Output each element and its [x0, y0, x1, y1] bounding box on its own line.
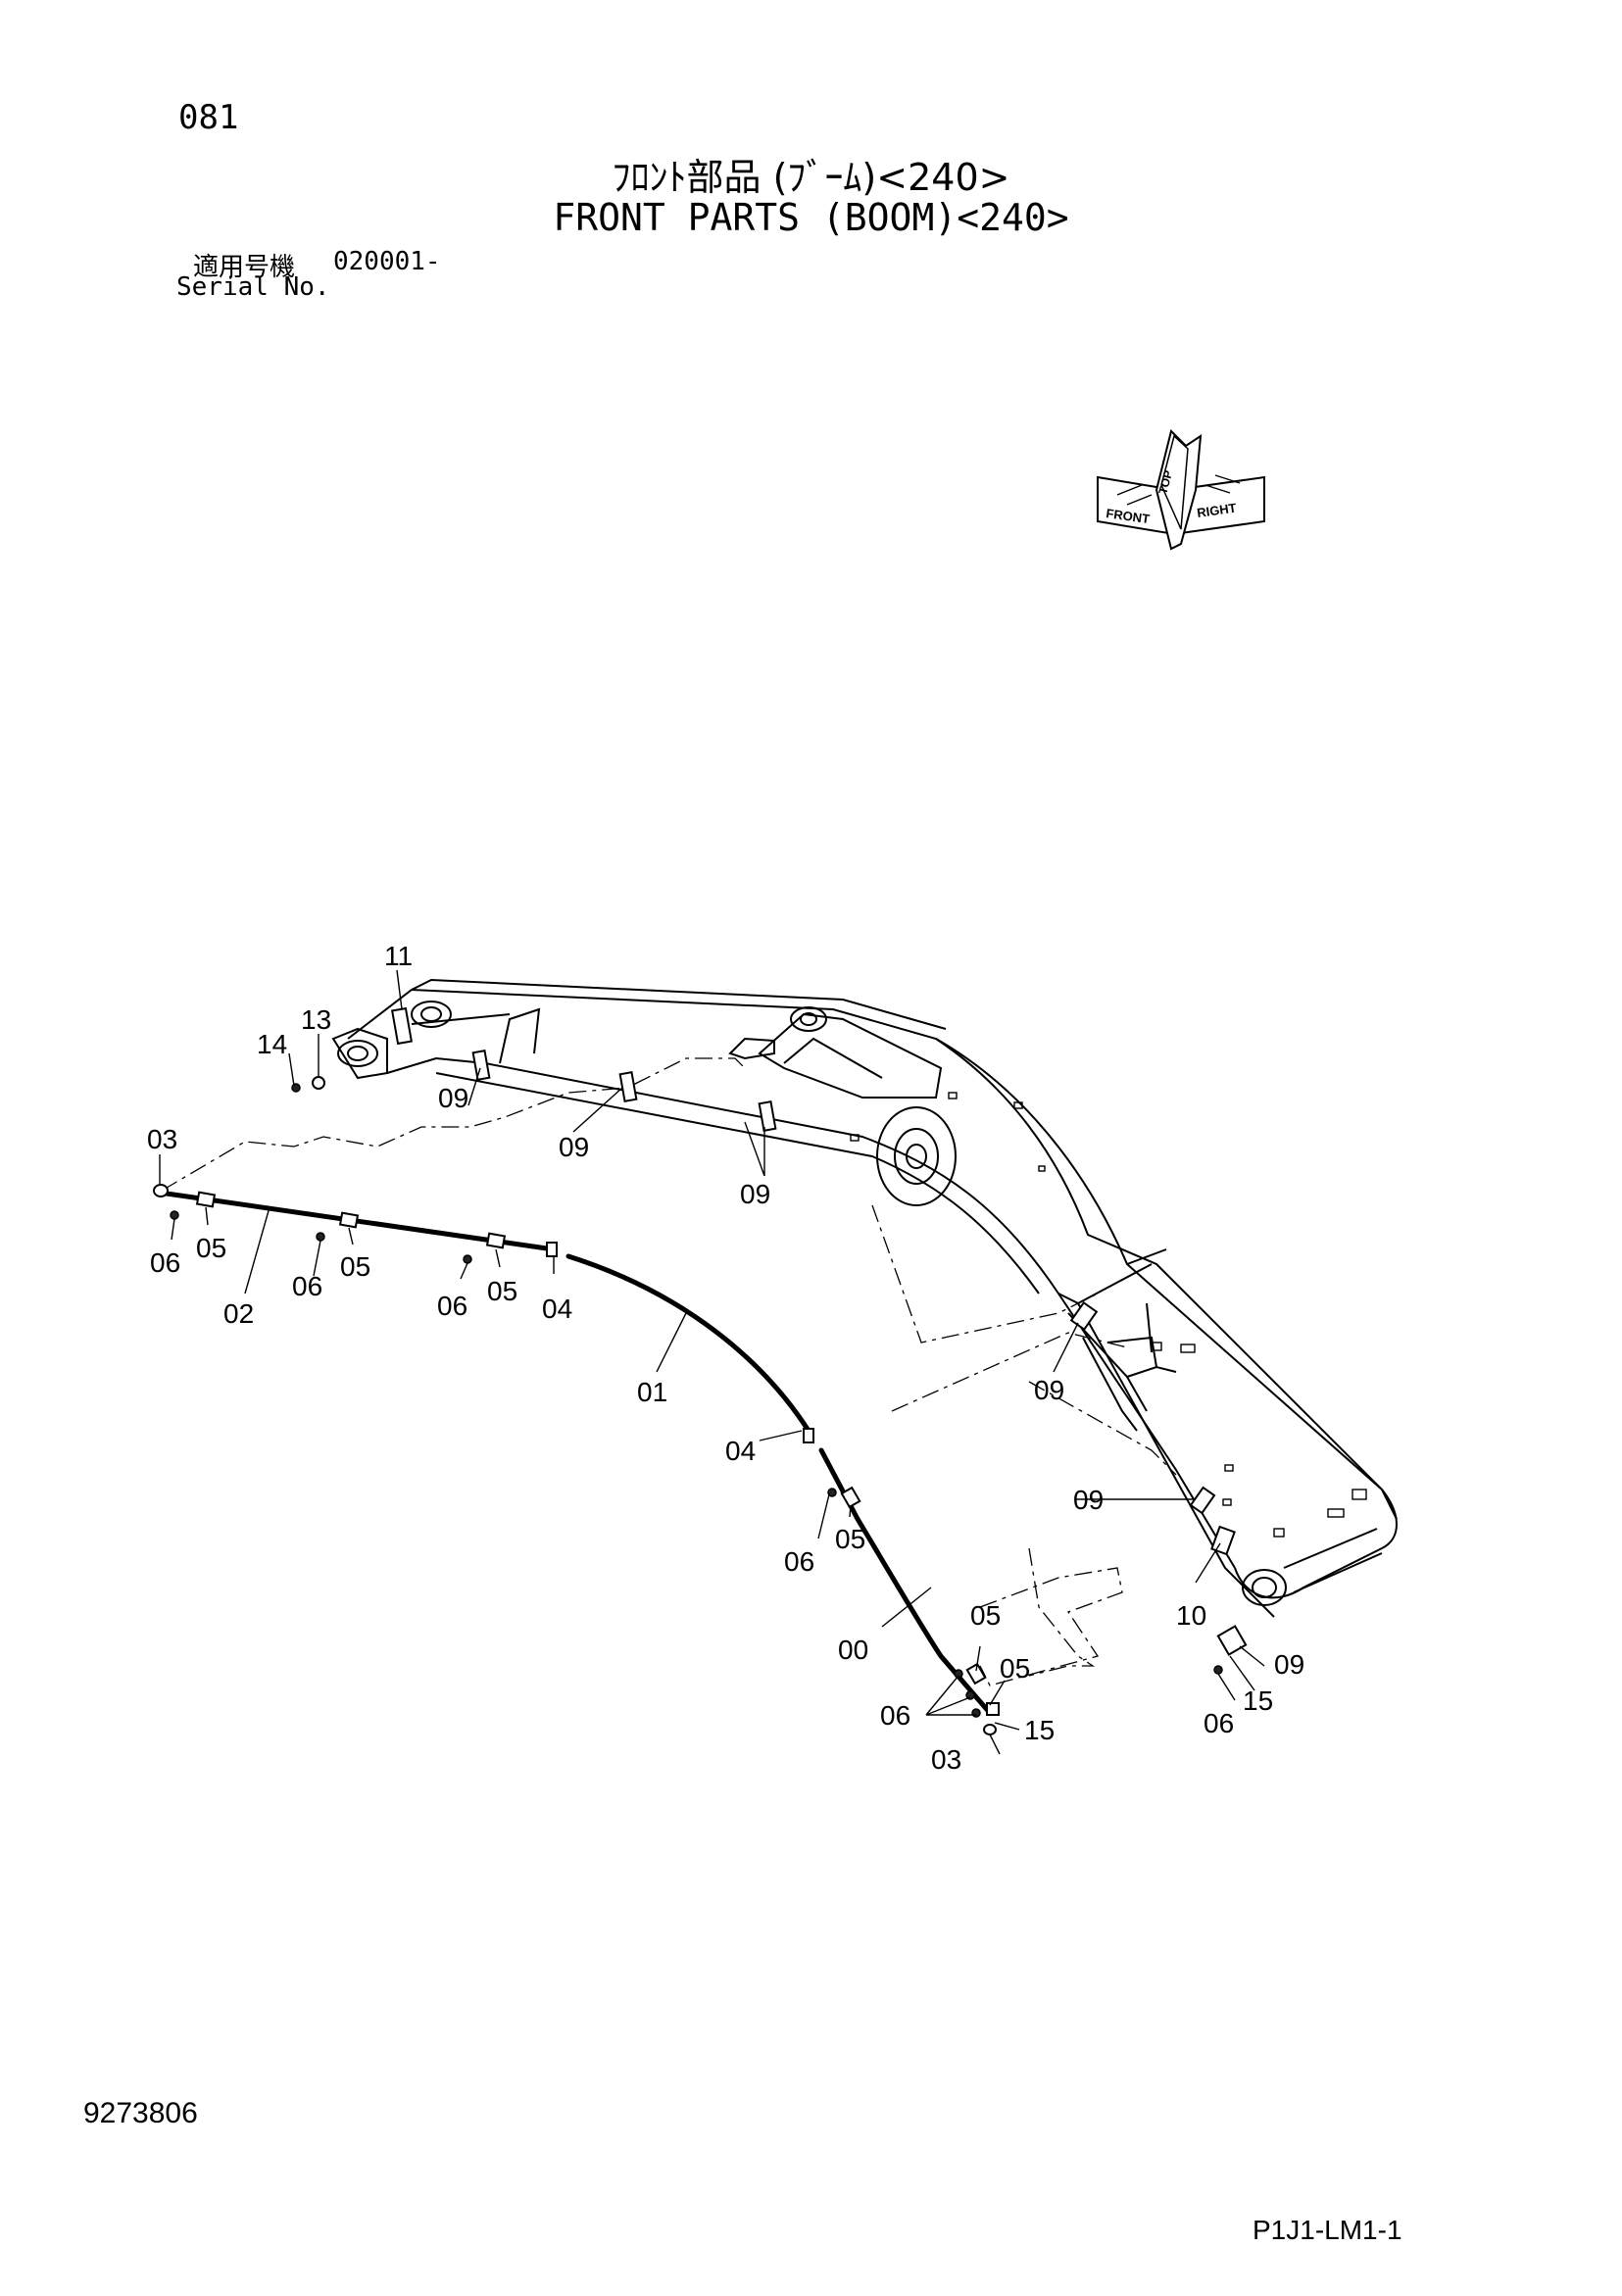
callout-11: 11 — [384, 941, 413, 971]
brackets — [291, 1006, 1248, 1656]
callout-05: 05 — [835, 1524, 865, 1554]
callout-03: 03 — [931, 1744, 961, 1775]
callout-05: 05 — [487, 1276, 517, 1306]
callout-03: 03 — [147, 1124, 177, 1154]
orientation-front-label: FRONT — [1106, 506, 1151, 526]
callout-15: 15 — [1243, 1685, 1273, 1716]
callout-09: 09 — [1274, 1649, 1304, 1680]
hose-routing-centerline — [161, 1057, 1177, 1677]
boom-body — [331, 978, 1398, 1618]
orientation-top-label: TOP — [1155, 469, 1175, 496]
callout-09: 09 — [438, 1083, 468, 1113]
callout-09: 09 — [559, 1132, 589, 1162]
title-japanese: ﾌﾛﾝﾄ部品 (ﾌﾞｰﾑ)<240> — [612, 156, 1010, 199]
callout-06: 06 — [292, 1271, 322, 1301]
clamps — [153, 1184, 1000, 1735]
callout-09: 09 — [740, 1179, 770, 1209]
callout-09: 09 — [1073, 1485, 1104, 1515]
callout-06: 06 — [784, 1546, 814, 1577]
callout-01: 01 — [637, 1377, 667, 1407]
serial-label-english: Serial No. — [176, 272, 330, 302]
callout-04: 04 — [542, 1294, 572, 1324]
callout-15: 15 — [1024, 1715, 1055, 1745]
callout-06: 06 — [880, 1700, 910, 1731]
leader-lines — [159, 969, 1265, 1755]
callout-06: 06 — [437, 1291, 467, 1321]
callout-13: 13 — [301, 1004, 331, 1035]
orientation-right-label: RIGHT — [1196, 500, 1237, 519]
bolts — [170, 1210, 1223, 1718]
hose-routing-lower — [979, 1567, 1123, 1686]
callout-10: 10 — [1176, 1600, 1206, 1631]
hose-01 — [565, 1253, 811, 1434]
callout-14: 14 — [257, 1029, 287, 1059]
sheet-code: P1J1-LM1-1 — [1253, 2215, 1402, 2245]
callout-05: 05 — [340, 1251, 370, 1282]
callout-06: 06 — [1204, 1708, 1234, 1738]
callout-00: 00 — [838, 1635, 868, 1665]
serial-value: 020001- — [333, 247, 441, 276]
title-english: FRONT PARTS (BOOM)<240> — [553, 196, 1069, 239]
callout-04: 04 — [725, 1436, 756, 1466]
serial-label-japanese: 適用号機 — [193, 253, 296, 282]
callout-06: 06 — [150, 1247, 180, 1278]
callout-05: 05 — [970, 1600, 1001, 1631]
callout-05: 05 — [196, 1233, 226, 1263]
document-number: 9273806 — [83, 2097, 198, 2129]
hose-00 — [818, 1447, 993, 1716]
callout-05: 05 — [1000, 1653, 1030, 1684]
orientation-cube-icon: FRONT RIGHT TOP — [1097, 429, 1265, 551]
callout-09: 09 — [1034, 1375, 1064, 1405]
page-number: 081 — [178, 98, 239, 137]
callout-02: 02 — [223, 1298, 254, 1329]
